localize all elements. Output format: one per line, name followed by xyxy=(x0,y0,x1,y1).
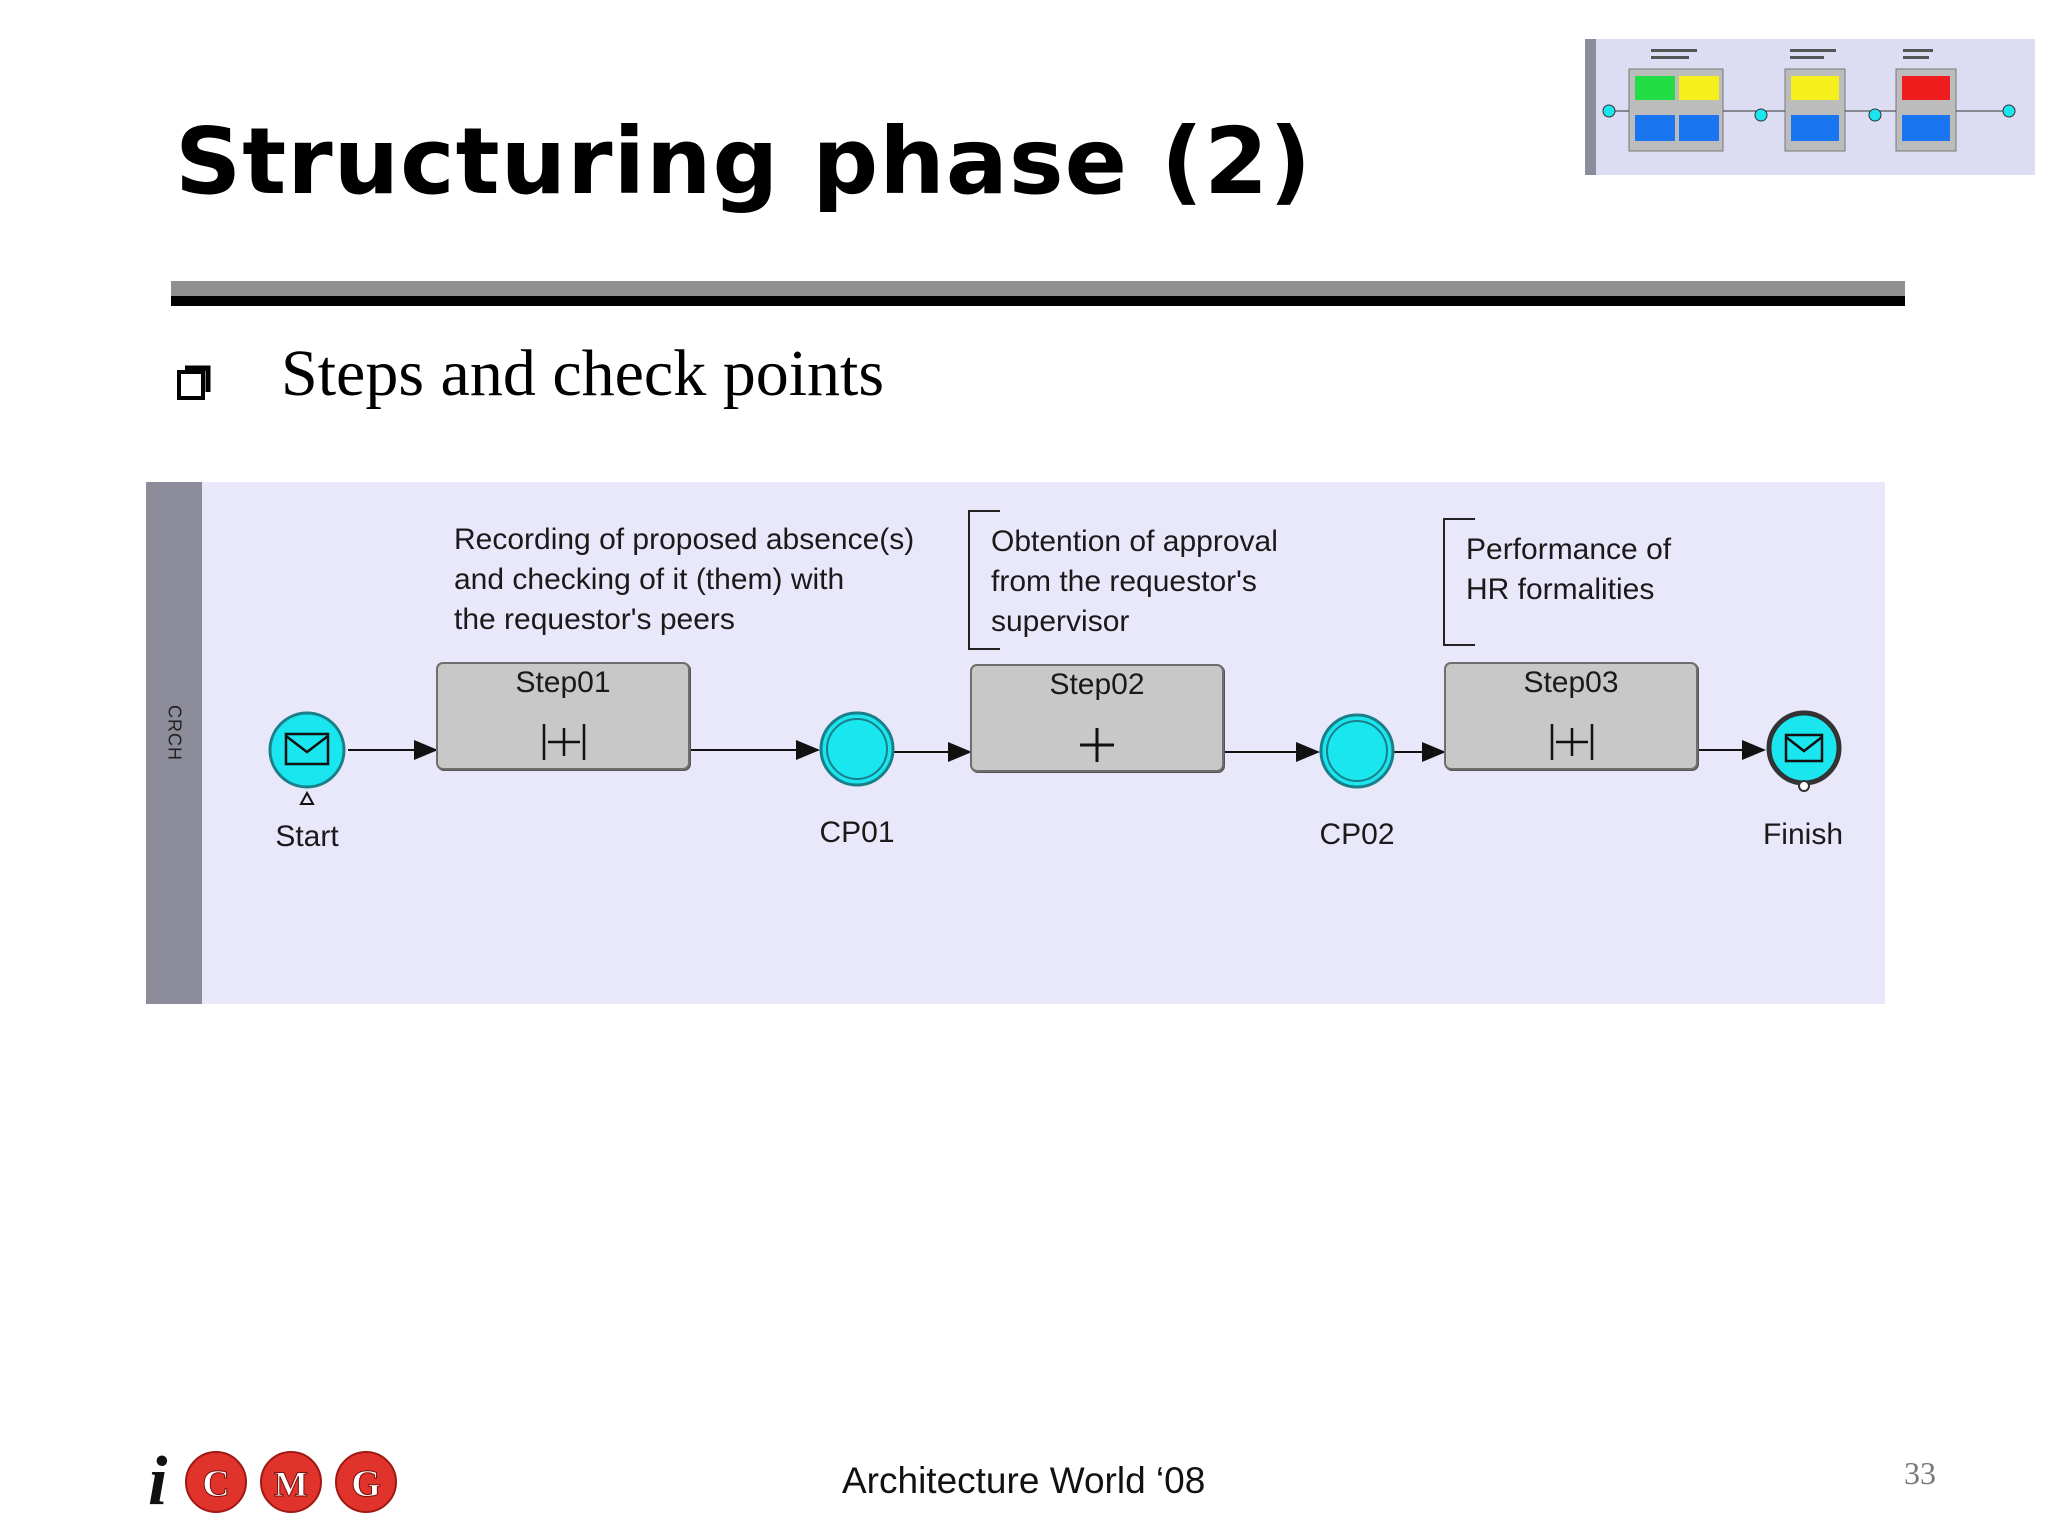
task-step01-label: Step01 xyxy=(515,666,611,699)
svg-text:C: C xyxy=(202,1463,229,1505)
slide-title: Structuring phase (2) xyxy=(175,108,1313,215)
icmg-logo: i C M G xyxy=(146,1440,406,1525)
start-event-label: Start xyxy=(275,820,339,853)
bullet-text: Steps and check points xyxy=(281,337,885,410)
svg-text:M: M xyxy=(274,1464,308,1504)
task-step03[interactable]: Step03 xyxy=(1444,662,1698,770)
title-rule-black xyxy=(171,296,1905,306)
subprocess-marker-icon xyxy=(542,724,586,760)
task-step01[interactable]: Step01 xyxy=(436,662,690,770)
annotation-step03-text: Performance of HR formalities xyxy=(1466,533,1672,606)
svg-text:i: i xyxy=(148,1443,168,1520)
page-number: 33 xyxy=(1904,1455,1936,1491)
process-thumbnail xyxy=(1585,39,2035,175)
annotation-bracket-step03 xyxy=(1443,518,1475,646)
checkpoint-cp01-label: CP01 xyxy=(819,816,895,849)
task-step03-label: Step03 xyxy=(1523,666,1619,699)
swimlane-header xyxy=(146,482,202,1004)
annotation-step01: Recording of proposed absence(s) and che… xyxy=(454,520,914,640)
title-rule-grey xyxy=(171,281,1905,296)
start-event[interactable] xyxy=(266,708,348,810)
subprocess-marker-icon xyxy=(1550,724,1594,760)
checkpoint-cp02-event[interactable] xyxy=(1318,712,1396,790)
plus-icon xyxy=(1080,728,1114,762)
annotation-step03: Performance of HR formalities xyxy=(1466,530,1671,610)
checkbox-bullet-icon xyxy=(177,362,211,400)
checkpoint-cp02-label: CP02 xyxy=(1319,818,1395,851)
svg-text:G: G xyxy=(351,1463,381,1505)
finish-event[interactable] xyxy=(1764,708,1844,792)
annotation-step02: Obtention of approval from the requestor… xyxy=(991,522,1278,642)
footer-text: Architecture World ‘08 xyxy=(842,1460,1206,1501)
task-step02-label: Step02 xyxy=(1049,668,1145,701)
task-step02[interactable]: Step02 xyxy=(970,664,1224,772)
finish-event-label: Finish xyxy=(1762,818,1844,851)
annotation-bracket-step02 xyxy=(968,510,1000,650)
annotation-step02-text: Obtention of approval from the requestor… xyxy=(991,525,1278,638)
annotation-step01-text: Recording of proposed absence(s) and che… xyxy=(454,523,915,636)
checkpoint-cp01-event[interactable] xyxy=(818,710,896,788)
